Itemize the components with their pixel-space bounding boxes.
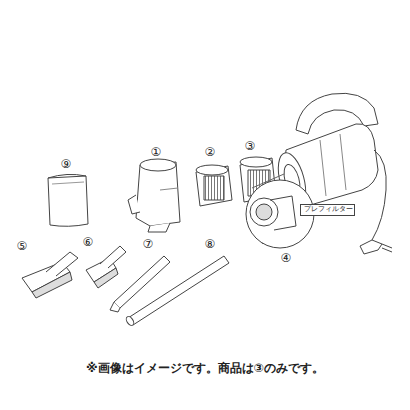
- callout-number: ④: [281, 252, 292, 265]
- part-name: プレフィルター: [304, 206, 351, 214]
- dust-cup: [128, 159, 180, 232]
- filter-2: [196, 165, 232, 206]
- callout-number: ①: [151, 146, 162, 159]
- dust-bag: [48, 174, 88, 226]
- callout-number: ⑥: [83, 236, 94, 249]
- part-name-box: プレフィルター: [300, 204, 355, 216]
- callout-number: ⑦: [143, 238, 154, 251]
- floor-nozzle: [22, 252, 78, 298]
- caption: ※画像はイメージです。商品は③のみです。: [86, 362, 324, 375]
- extension-pipe-8: [125, 256, 229, 327]
- callout-number: ②: [205, 146, 216, 159]
- brush-nozzle: [86, 246, 126, 288]
- callout-number: ⑧: [205, 238, 216, 251]
- callout-number: ⑤: [17, 240, 28, 253]
- callout-number: ⑨: [61, 158, 72, 171]
- callout-number: ③: [245, 140, 256, 153]
